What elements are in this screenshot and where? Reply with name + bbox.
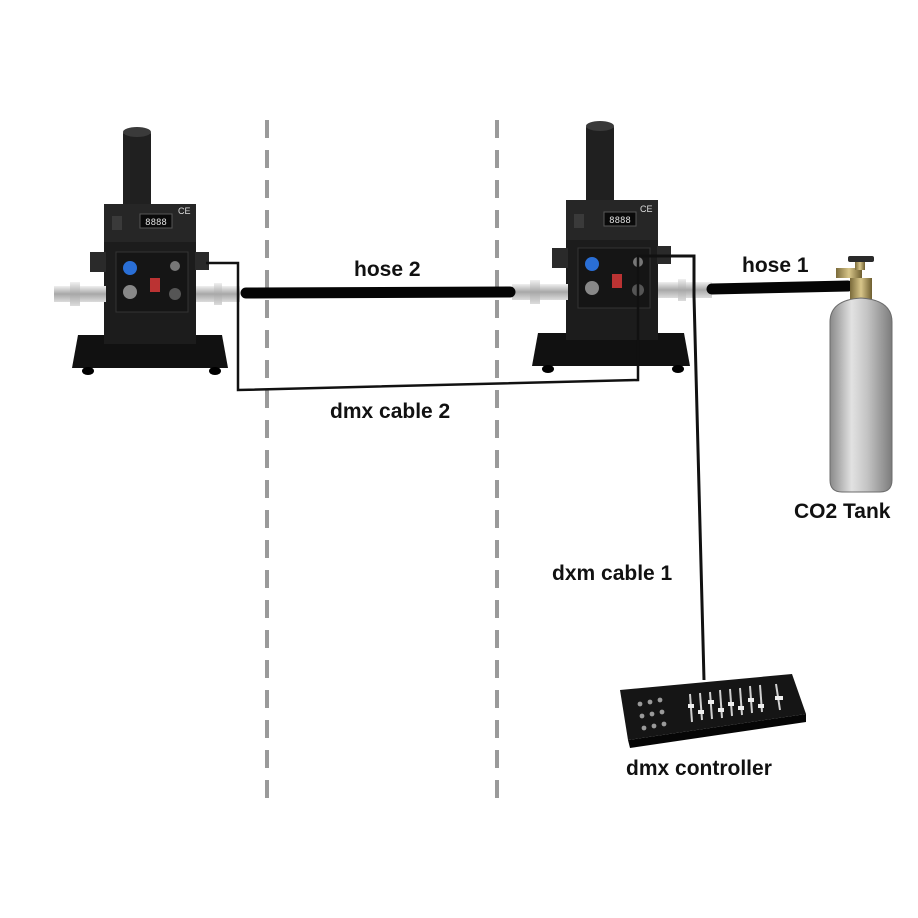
co2-tank <box>829 256 893 493</box>
dxm-cable-1 <box>640 254 706 681</box>
display-readout-right: 8888 <box>609 216 631 226</box>
label-hose-2: hose 2 <box>354 258 421 281</box>
hose-1 <box>706 280 854 295</box>
label-dmx-cable-2: dmx cable 2 <box>330 400 450 423</box>
ce-mark-right: CE <box>640 204 653 214</box>
ce-mark-left: CE <box>178 206 191 216</box>
co2-jet-machine-right: 8888 CE <box>512 121 712 373</box>
label-co2-tank: CO2 Tank <box>794 500 891 523</box>
dmx-controller-device <box>620 674 806 748</box>
label-dmx-controller: dmx controller <box>626 757 772 780</box>
label-dxm-cable-1: dxm cable 1 <box>552 562 673 585</box>
display-readout-left: 8888 <box>145 218 167 228</box>
co2-jet-machine-left: 8888 CE <box>54 127 240 375</box>
hose-2 <box>240 286 516 299</box>
label-hose-1: hose 1 <box>742 254 809 277</box>
